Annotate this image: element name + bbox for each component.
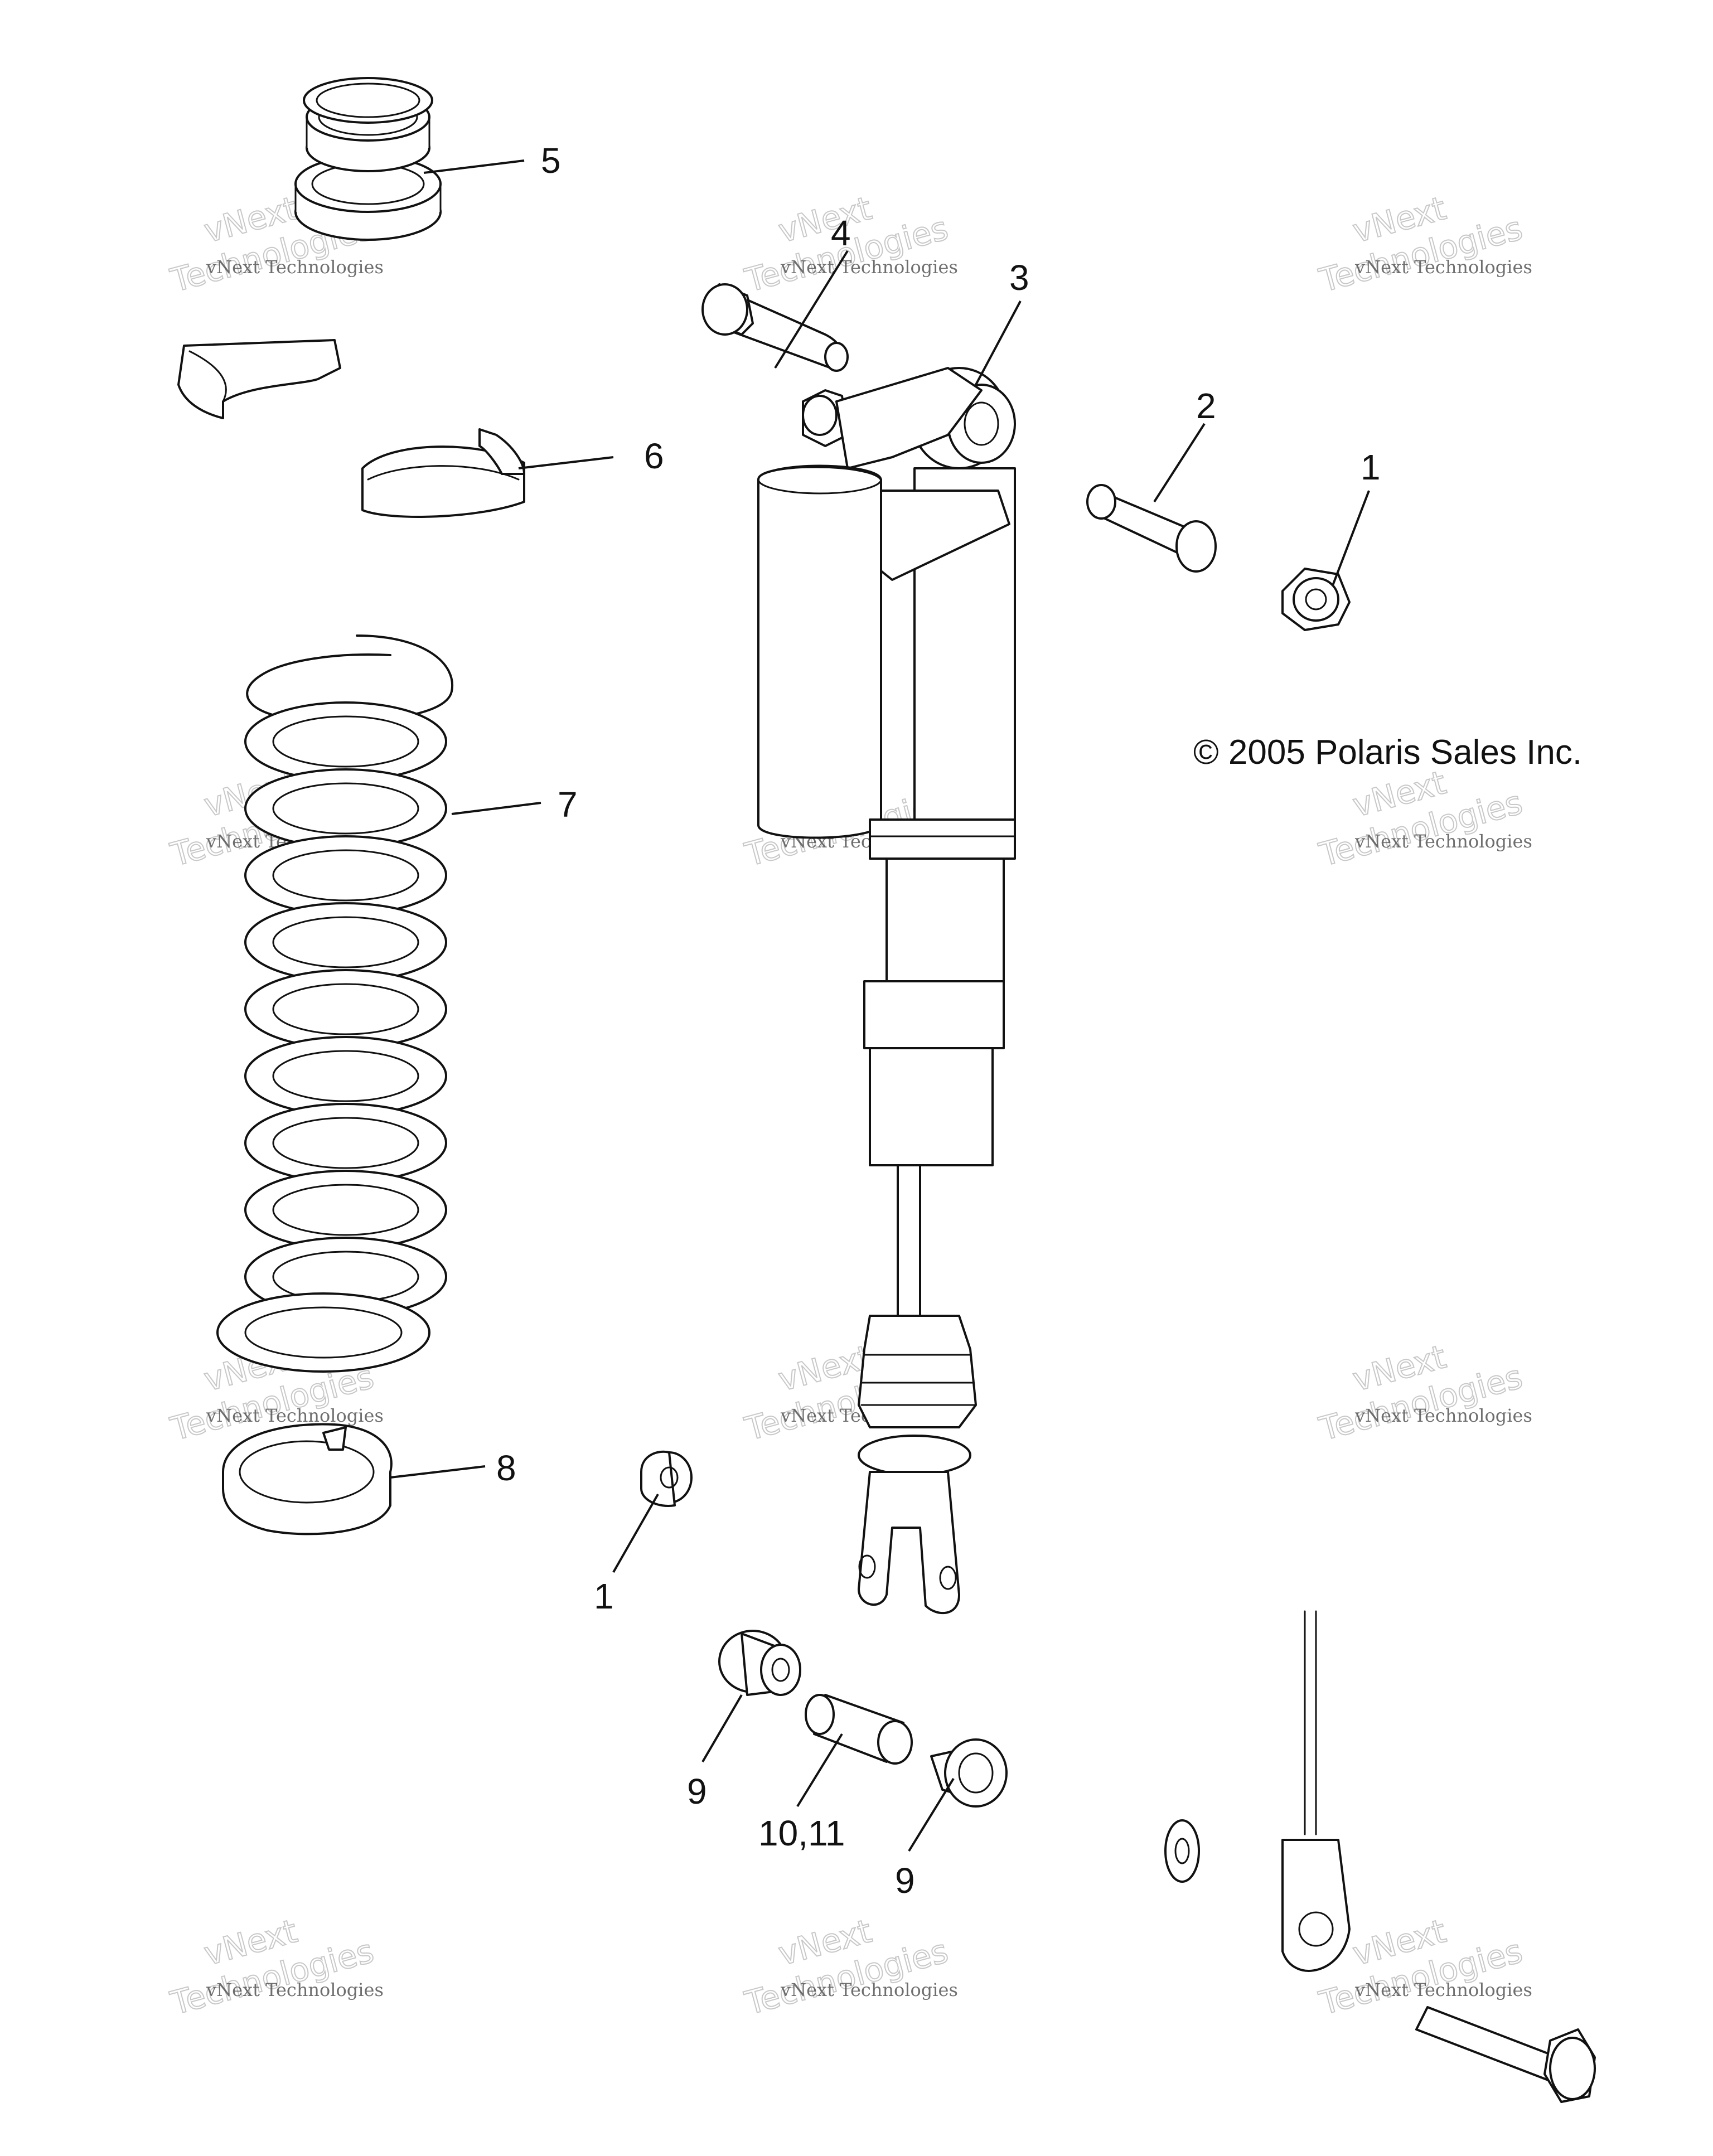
watermark-small: vNext Technologies (206, 256, 384, 278)
washer[interactable] (1164, 1819, 1200, 1883)
callout-1-top: 1 (1361, 447, 1381, 487)
nut[interactable] (1281, 568, 1351, 631)
lower-spring-seat[interactable] (222, 1423, 393, 1535)
hex-bolt[interactable] (1415, 2006, 1596, 2103)
callout-9-right: 9 (895, 1861, 915, 1901)
callout-10-11: 10,11 (758, 1813, 845, 1853)
nut-lower[interactable] (640, 1450, 693, 1507)
watermark-small: vNext Technologies (206, 1405, 384, 1426)
bolt[interactable] (701, 283, 849, 372)
leader-lines (390, 159, 1370, 1852)
callout-7: 7 (558, 784, 578, 825)
watermark-small: vNext Technologies (780, 256, 958, 278)
callout-4: 4 (831, 213, 851, 253)
copyright-notice: © 2005 Polaris Sales Inc. (1193, 733, 1582, 772)
callout-8: 8 (496, 1448, 516, 1488)
sleeve[interactable] (1086, 484, 1217, 573)
coil-spring[interactable] (216, 634, 454, 1373)
watermark-small: vNext Technologies (780, 1979, 958, 2000)
watermark-small: vNext Technologies (1354, 1979, 1532, 2000)
bushing-right[interactable] (930, 1738, 1008, 1808)
callout-1-bottom: 1 (594, 1576, 614, 1616)
cable-with-eyelet[interactable] (1281, 1610, 1351, 1972)
pivot-sleeve[interactable] (805, 1694, 913, 1765)
shock-absorber[interactable] (757, 367, 1016, 1614)
watermark-small: vNext Technologies (206, 1979, 384, 2000)
callout-6: 6 (644, 436, 664, 476)
spring-retainer-halves[interactable] (177, 339, 525, 518)
watermark-small: vNext Technologies (1354, 831, 1532, 852)
watermark-small: vNext Technologies (1354, 1405, 1532, 1426)
callout-3: 3 (1009, 258, 1029, 298)
callout-2: 2 (1196, 386, 1216, 426)
callout-9-left: 9 (687, 1771, 707, 1811)
callout-labels: 5 4 3 2 1 6 7 8 1 9 10,11 9 (496, 140, 1381, 1901)
bushing-left[interactable] (718, 1630, 801, 1696)
callout-5: 5 (541, 140, 561, 181)
watermark-small: vNext Technologies (1354, 256, 1532, 278)
preload-adjuster-spring-seat[interactable] (294, 77, 442, 241)
